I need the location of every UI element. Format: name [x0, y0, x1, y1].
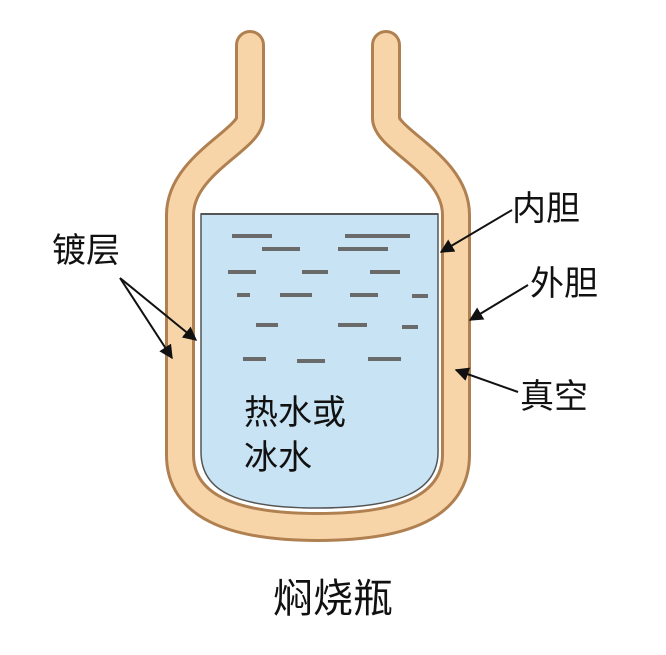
- flask-outer-wall: [165, 30, 471, 542]
- outer-wall-label: 外胆: [530, 264, 598, 304]
- coating-label: 镀层: [52, 231, 120, 271]
- coating-arrow-inner: [119, 277, 198, 341]
- water-ripples: [228, 234, 428, 363]
- coating-arrow-outer: [119, 277, 173, 360]
- outer-wall-arrow: [468, 284, 529, 321]
- inner-wall-arrow: [439, 209, 513, 253]
- diagram-caption: 焖烧瓶: [273, 576, 393, 622]
- content-label-line2: 冰水: [244, 438, 312, 478]
- content-label-line1: 热水或: [244, 393, 346, 433]
- inner-wall-label: 内胆: [512, 189, 580, 229]
- vacuum-arrow: [454, 367, 519, 393]
- vacuum-label: 真空: [520, 377, 588, 417]
